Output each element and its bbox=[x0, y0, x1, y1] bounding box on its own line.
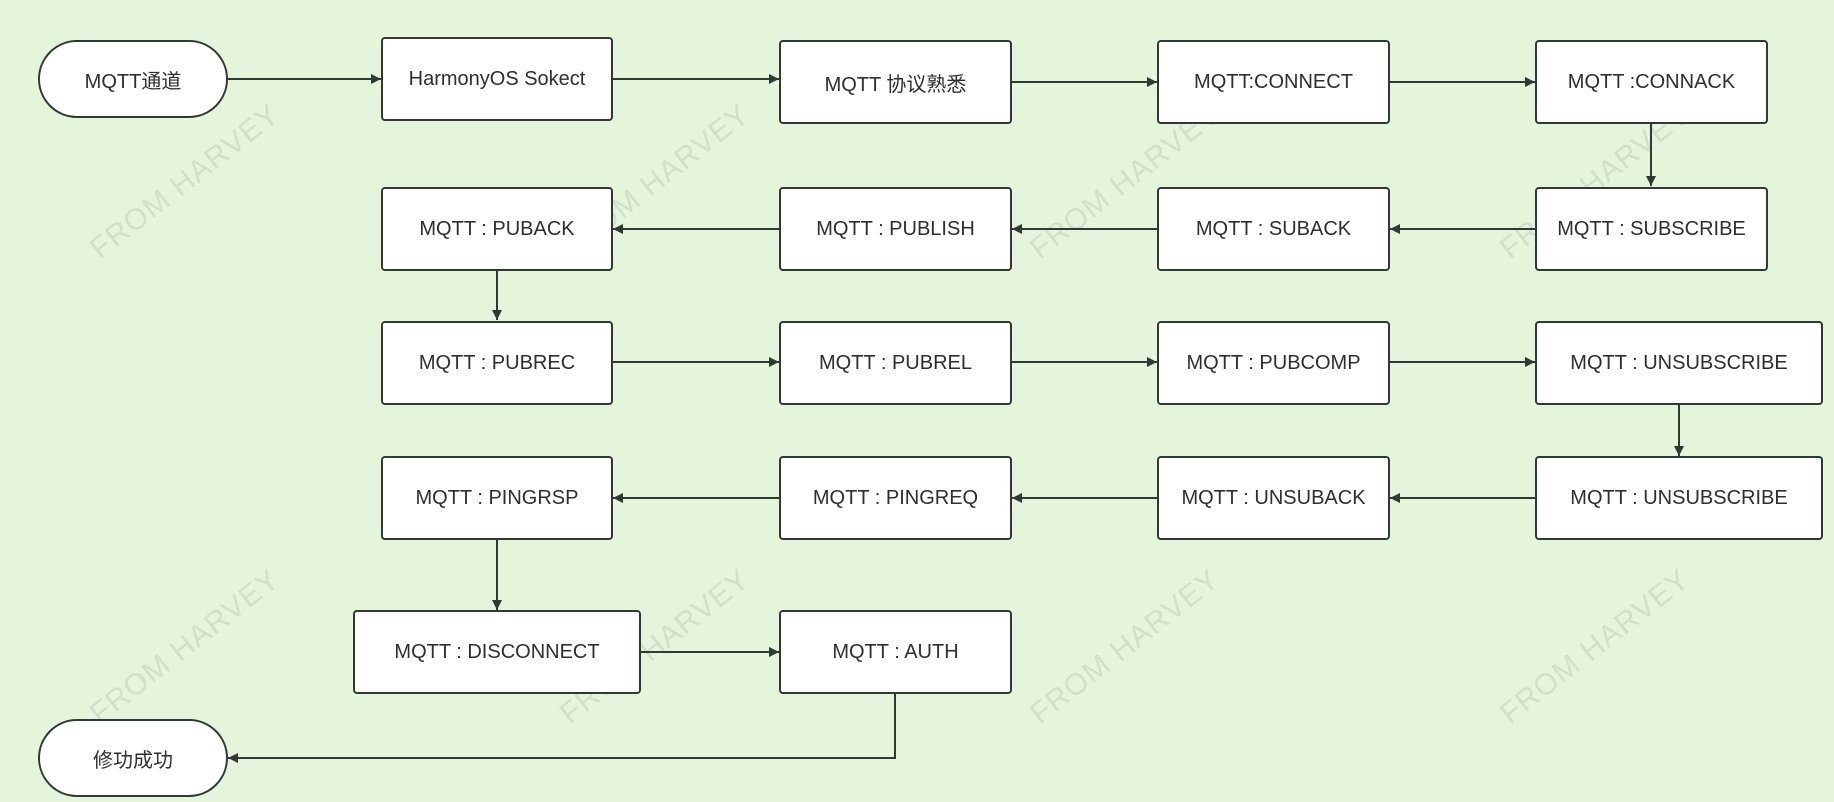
node-disconnect: MQTT : DISCONNECT bbox=[353, 610, 641, 694]
node-suback: MQTT : SUBACK bbox=[1157, 187, 1390, 271]
node-subscribe: MQTT : SUBSCRIBE bbox=[1535, 187, 1768, 271]
node-pingrsp: MQTT : PINGRSP bbox=[381, 456, 613, 540]
node-protocol: MQTT 协议熟悉 bbox=[779, 40, 1012, 124]
node-publish: MQTT : PUBLISH bbox=[779, 187, 1012, 271]
node-puback: MQTT : PUBACK bbox=[381, 187, 613, 271]
edge-auth-end bbox=[228, 694, 896, 763]
node-pubrec: MQTT : PUBREC bbox=[381, 321, 613, 405]
node-start: MQTT通道 bbox=[38, 40, 228, 118]
node-harmonyos-socket: HarmonyOS Sokect bbox=[381, 37, 613, 121]
node-unsubscribe-2: MQTT : UNSUBSCRIBE bbox=[1535, 456, 1823, 540]
node-connect: MQTT:CONNECT bbox=[1157, 40, 1390, 124]
node-unsuback: MQTT : UNSUBACK bbox=[1157, 456, 1390, 540]
node-auth: MQTT : AUTH bbox=[779, 610, 1012, 694]
node-pubcomp: MQTT : PUBCOMP bbox=[1157, 321, 1390, 405]
node-pingreq: MQTT : PINGREQ bbox=[779, 456, 1012, 540]
node-unsubscribe-1: MQTT : UNSUBSCRIBE bbox=[1535, 321, 1823, 405]
node-connack: MQTT :CONNACK bbox=[1535, 40, 1768, 124]
node-pubrel: MQTT : PUBREL bbox=[779, 321, 1012, 405]
node-end: 修功成功 bbox=[38, 719, 228, 797]
